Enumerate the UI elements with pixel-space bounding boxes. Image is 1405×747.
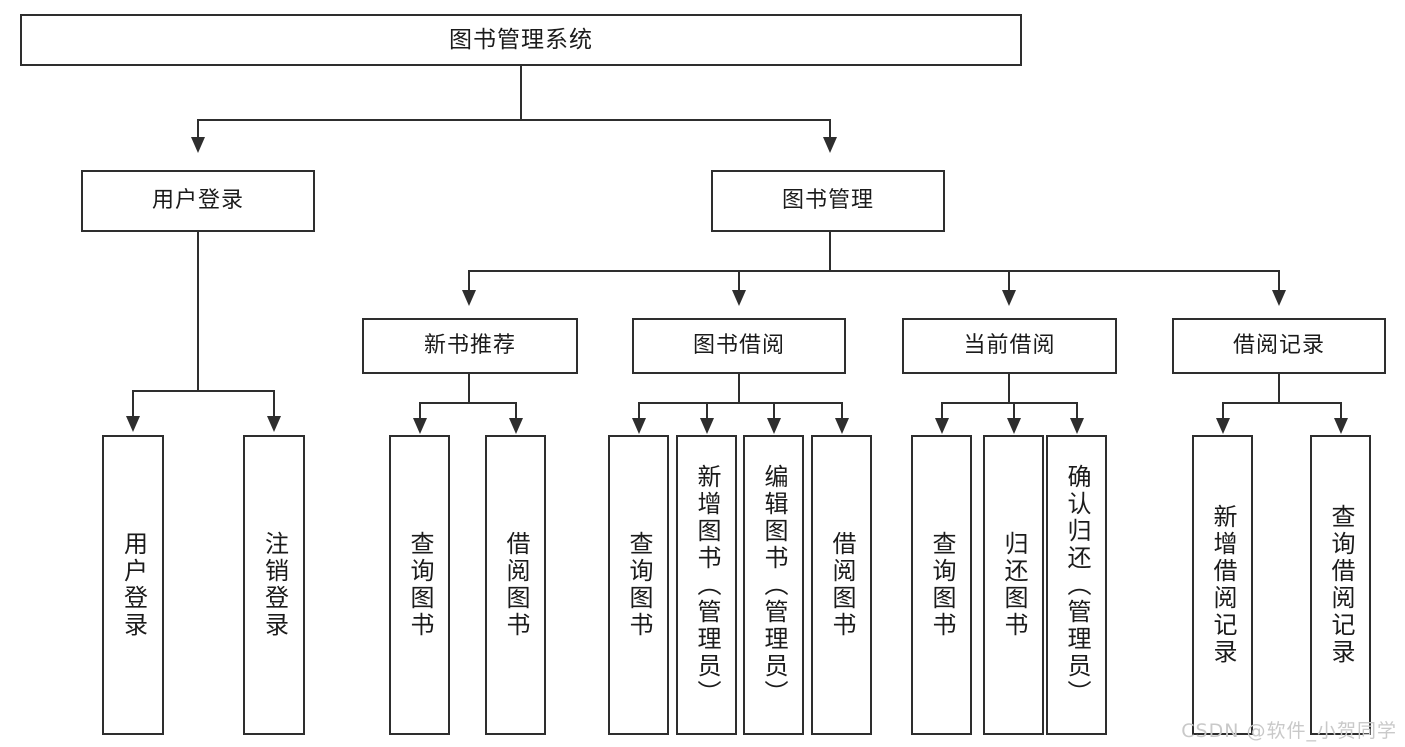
leaf-user-login[interactable]: 用户登录 bbox=[102, 435, 164, 735]
connector-book-manage-stem bbox=[829, 232, 831, 272]
connector-root-to-book-manage bbox=[829, 119, 831, 139]
arrowhead-new-book-recommend bbox=[462, 290, 476, 306]
connector-user-login-stem bbox=[197, 232, 199, 392]
connector-root-to-user-login bbox=[197, 119, 199, 139]
connector-nbr-drop-2 bbox=[515, 402, 517, 420]
connector-cb-drop-1 bbox=[941, 402, 943, 420]
leaf-borrow-book-1[interactable]: 借阅图书 bbox=[485, 435, 546, 735]
leaf-query-record[interactable]: 查询借阅记录 bbox=[1310, 435, 1371, 735]
connector-book-borrow-bus bbox=[638, 402, 842, 404]
connector-nbr-drop-1 bbox=[419, 402, 421, 420]
node-root-label: 图书管理系统 bbox=[449, 26, 593, 53]
connector-root-stem bbox=[520, 66, 522, 120]
node-current-borrow[interactable]: 当前借阅 bbox=[902, 318, 1117, 374]
leaf-add-record[interactable]: 新增借阅记录 bbox=[1192, 435, 1253, 735]
leaf-query-book-3-label: 查询图书 bbox=[927, 531, 956, 639]
connector-user-login-drop-1 bbox=[132, 390, 134, 418]
connector-user-login-drop-2 bbox=[273, 390, 275, 418]
connector-bb-drop-3 bbox=[773, 402, 775, 420]
arrowhead-leaf-return-book bbox=[1007, 418, 1021, 434]
node-book-manage-label: 图书管理 bbox=[781, 188, 874, 214]
leaf-add-book[interactable]: 新增图书（管理员） bbox=[676, 435, 737, 735]
arrowhead-leaf-borrow-book-2 bbox=[835, 418, 849, 434]
connector-bb-drop-1 bbox=[638, 402, 640, 420]
leaf-query-book-2-label: 查询图书 bbox=[624, 531, 653, 639]
node-new-book-recommend[interactable]: 新书推荐 bbox=[362, 318, 578, 374]
arrowhead-book-manage bbox=[823, 137, 837, 153]
arrowhead-leaf-logout-login bbox=[267, 416, 281, 432]
leaf-add-book-label: 新增图书（管理员） bbox=[692, 463, 721, 707]
arrowhead-leaf-edit-book bbox=[767, 418, 781, 434]
connector-borrow-record-bus bbox=[1222, 402, 1341, 404]
leaf-query-book-1[interactable]: 查询图书 bbox=[389, 435, 450, 735]
leaf-return-book[interactable]: 归还图书 bbox=[983, 435, 1044, 735]
connector-to-borrow-record bbox=[1278, 270, 1280, 292]
node-borrow-record-label: 借阅记录 bbox=[1232, 333, 1325, 359]
node-user-login-label: 用户登录 bbox=[151, 188, 244, 214]
arrowhead-leaf-add-record bbox=[1216, 418, 1230, 434]
connector-user-login-bus bbox=[132, 390, 274, 392]
arrowhead-leaf-query-record bbox=[1334, 418, 1348, 434]
connector-br-drop-1 bbox=[1222, 402, 1224, 420]
node-book-borrow-label: 图书借阅 bbox=[692, 333, 785, 359]
connector-book-borrow-stem bbox=[738, 374, 740, 404]
arrowhead-leaf-add-book bbox=[700, 418, 714, 434]
arrowhead-borrow-record bbox=[1272, 290, 1286, 306]
node-borrow-record[interactable]: 借阅记录 bbox=[1172, 318, 1386, 374]
arrowhead-leaf-query-book-1 bbox=[413, 418, 427, 434]
leaf-edit-book[interactable]: 编辑图书（管理员） bbox=[743, 435, 804, 735]
connector-new-book-recommend-bus bbox=[419, 402, 517, 404]
connector-cb-drop-2 bbox=[1013, 402, 1015, 420]
leaf-add-record-label: 新增借阅记录 bbox=[1208, 504, 1237, 666]
leaf-confirm-return[interactable]: 确认归还（管理员） bbox=[1046, 435, 1107, 735]
connector-bb-drop-4 bbox=[841, 402, 843, 420]
connector-to-book-borrow bbox=[738, 270, 740, 292]
leaf-logout-login[interactable]: 注销登录 bbox=[243, 435, 305, 735]
leaf-borrow-book-2-label: 借阅图书 bbox=[827, 531, 856, 639]
node-user-login[interactable]: 用户登录 bbox=[81, 170, 315, 232]
arrowhead-leaf-borrow-book-1 bbox=[509, 418, 523, 434]
arrowhead-leaf-query-book-3 bbox=[935, 418, 949, 434]
leaf-user-login-label: 用户登录 bbox=[119, 531, 148, 639]
leaf-borrow-book-2[interactable]: 借阅图书 bbox=[811, 435, 872, 735]
node-current-borrow-label: 当前借阅 bbox=[963, 333, 1056, 359]
connector-borrow-record-stem bbox=[1278, 374, 1280, 404]
connector-book-manage-bus bbox=[468, 270, 1280, 272]
connector-br-drop-2 bbox=[1340, 402, 1342, 420]
leaf-query-book-1-label: 查询图书 bbox=[405, 531, 434, 639]
arrowhead-leaf-confirm-return bbox=[1070, 418, 1084, 434]
leaf-query-book-3[interactable]: 查询图书 bbox=[911, 435, 972, 735]
node-root[interactable]: 图书管理系统 bbox=[20, 14, 1022, 66]
leaf-confirm-return-label: 确认归还（管理员） bbox=[1062, 463, 1091, 707]
leaf-return-book-label: 归还图书 bbox=[999, 531, 1028, 639]
arrowhead-user-login bbox=[191, 137, 205, 153]
arrowhead-leaf-user-login bbox=[126, 416, 140, 432]
leaf-query-record-label: 查询借阅记录 bbox=[1326, 504, 1355, 666]
watermark-text: CSDN @软件_小贺同学 bbox=[1181, 720, 1397, 742]
connector-bb-drop-2 bbox=[706, 402, 708, 420]
connector-to-current-borrow bbox=[1008, 270, 1010, 292]
arrowhead-leaf-query-book-2 bbox=[632, 418, 646, 434]
connector-current-borrow-bus bbox=[941, 402, 1076, 404]
leaf-edit-book-label: 编辑图书（管理员） bbox=[759, 463, 788, 707]
arrowhead-book-borrow bbox=[732, 290, 746, 306]
connector-cb-drop-3 bbox=[1076, 402, 1078, 420]
node-book-manage[interactable]: 图书管理 bbox=[711, 170, 945, 232]
connector-to-new-book-recommend bbox=[468, 270, 470, 292]
node-book-borrow[interactable]: 图书借阅 bbox=[632, 318, 846, 374]
leaf-borrow-book-1-label: 借阅图书 bbox=[501, 531, 530, 639]
arrowhead-current-borrow bbox=[1002, 290, 1016, 306]
node-new-book-recommend-label: 新书推荐 bbox=[423, 333, 516, 359]
connector-current-borrow-stem bbox=[1008, 374, 1010, 404]
connector-root-bus bbox=[197, 119, 831, 121]
connector-new-book-recommend-stem bbox=[468, 374, 470, 404]
leaf-query-book-2[interactable]: 查询图书 bbox=[608, 435, 669, 735]
leaf-logout-login-label: 注销登录 bbox=[260, 531, 289, 639]
